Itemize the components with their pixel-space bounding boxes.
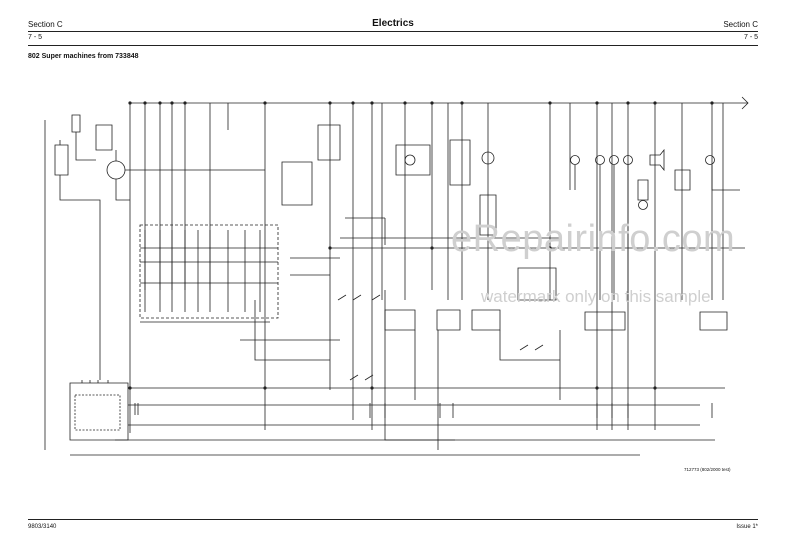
page-number-right: 7 - 5 (743, 34, 758, 41)
document-number: 9803/3140 (28, 524, 57, 530)
footer-rule (28, 519, 758, 520)
section-label-right: Section C (723, 20, 758, 29)
page-number-left: 7 - 5 (28, 34, 43, 41)
issue-label: Issue 1* (736, 524, 758, 530)
header-rule (28, 31, 758, 32)
page-title: Electrics (372, 18, 414, 29)
diagram-subtitle: 802 Super machines from 733848 (28, 53, 139, 60)
subheader-rule (28, 45, 758, 46)
watermark-note: watermark only on this sample (481, 287, 711, 306)
figure-reference: 712773 (802/2000 test) (684, 467, 731, 472)
section-label-left: Section C (28, 20, 63, 29)
watermark-site: eRepairinfo.com (451, 218, 736, 260)
